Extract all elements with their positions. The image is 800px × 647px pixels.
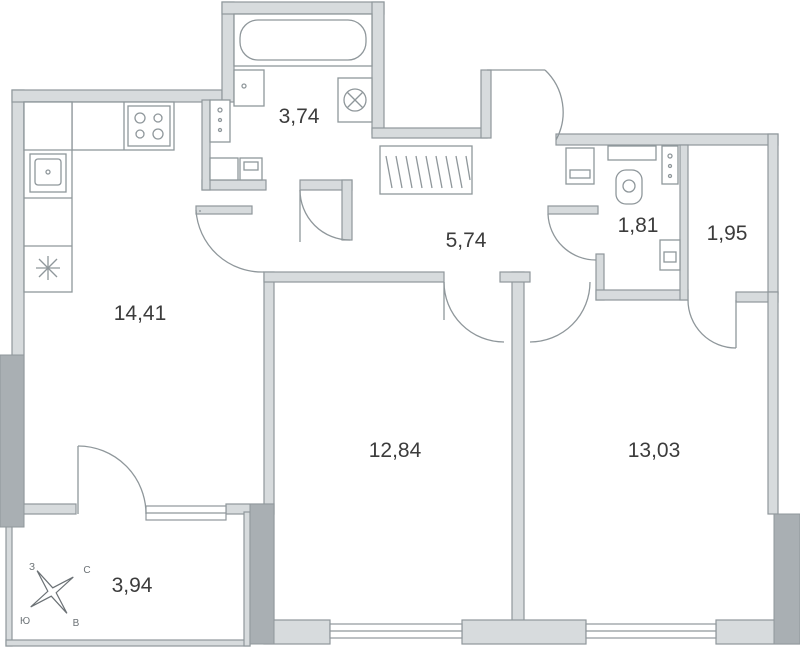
washbasin-icon	[233, 69, 265, 107]
toilet-fixtures	[565, 145, 681, 271]
area-bedroom-right: 13,03	[628, 439, 681, 462]
compass-west: З	[29, 562, 35, 573]
toilet-sink-bowl	[663, 251, 677, 263]
wall-bathroom-door-jamb	[341, 179, 353, 241]
compass-rose-icon	[30, 570, 74, 614]
burner	[135, 129, 145, 139]
wall-toilet-closet	[679, 144, 689, 301]
washing-machine-drum	[343, 88, 367, 112]
bathroom-shelf	[209, 157, 239, 181]
balcony-door-swing	[77, 445, 147, 515]
wardrobe-body	[379, 145, 473, 195]
wall-bottom-b	[461, 619, 587, 645]
area-hall: 5,74	[446, 229, 487, 252]
compass-north: С	[83, 565, 90, 576]
wall-bathroom-right	[371, 1, 385, 135]
wall-bedroom-left-top	[263, 271, 445, 283]
kitchen-fixtures	[23, 101, 175, 293]
vent-icon	[36, 256, 60, 280]
wall-entrance-jamb	[480, 69, 492, 139]
area-balcony: 3,94	[112, 574, 153, 597]
column-left	[0, 354, 25, 528]
area-bathroom: 3,74	[279, 105, 320, 128]
basin-tap	[241, 83, 247, 89]
columns	[0, 354, 800, 645]
wall-right-upper	[767, 133, 779, 295]
wall-toilet-left	[547, 205, 599, 215]
toilet-tank	[607, 145, 657, 161]
sink-bowl	[34, 158, 62, 186]
burner	[153, 113, 163, 123]
toilet-cabinet-drawer	[569, 169, 591, 179]
wall-divider-cap	[499, 271, 531, 283]
sink-drain	[45, 169, 51, 175]
balcony-wall-bottom	[5, 639, 251, 647]
wall-bottom-a	[263, 619, 331, 645]
burner	[134, 112, 146, 124]
area-toilet: 1,81	[618, 214, 659, 237]
closet-door-swing	[687, 299, 737, 349]
compass-south: Ю	[20, 616, 30, 627]
area-closet: 1,95	[707, 222, 748, 245]
wall-hall-top	[371, 127, 488, 139]
wall-bedroom-divider	[511, 271, 525, 623]
wall-bathroom-left	[221, 1, 235, 103]
doors	[77, 69, 737, 515]
area-kitchen: 14,41	[114, 302, 167, 325]
bathroom-door-swing	[299, 189, 351, 241]
toilet-door-swing	[547, 213, 597, 261]
wall-right-top	[555, 133, 779, 146]
bedroom-right-door-swing	[529, 281, 591, 343]
balcony-wall-left	[5, 511, 13, 647]
wall-right-lower	[767, 291, 779, 515]
windows	[145, 505, 717, 639]
wall-bathroom-bottom-left	[201, 179, 267, 191]
stove-icon	[127, 105, 171, 147]
wall-kitchen-top	[11, 89, 223, 103]
wardrobe-icon	[379, 145, 473, 195]
compass-east: В	[73, 618, 80, 629]
area-bedroom-left: 12,84	[369, 439, 422, 462]
balcony-wall-right	[243, 511, 251, 647]
kitchen-door-swing	[195, 209, 265, 273]
bathtub-basin	[239, 19, 367, 61]
burner	[152, 128, 164, 140]
wall-kitchen-hall	[195, 205, 253, 215]
shelf-drawer	[243, 161, 259, 171]
toilet-icon	[615, 169, 643, 205]
column-balcony	[249, 503, 275, 645]
wall-bathroom-inner-left	[201, 99, 211, 191]
wall-bathroom-top	[221, 1, 385, 15]
wall-toilet-bottom	[595, 289, 689, 301]
entrance-door-swing	[544, 69, 564, 141]
bathroom-fixtures	[209, 13, 373, 181]
column-right	[773, 513, 800, 645]
bedroom-left-door-swing	[443, 281, 505, 343]
